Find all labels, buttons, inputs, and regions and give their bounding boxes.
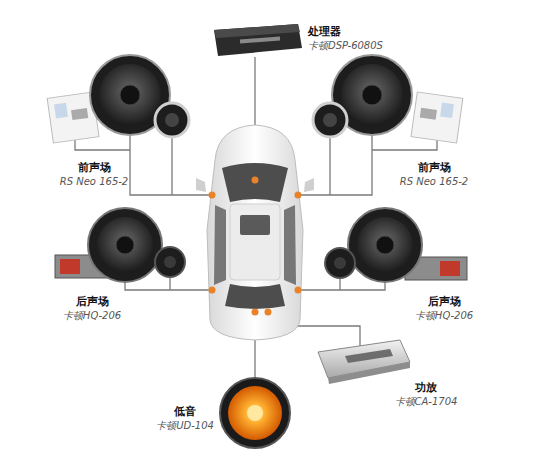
model-number: 卡顿HQ-206 [412,309,477,323]
component-label: 后声场卡顿HQ-206 [410,294,479,324]
mirror [304,178,314,192]
woofer-cone [341,64,403,126]
woofer-frame [348,208,422,282]
woofer-dome [120,85,140,105]
processor-top [214,24,300,38]
component-name: 前声场 [397,161,472,175]
windshield [222,163,288,202]
model-number: 卡顿UD-104 [153,419,217,433]
tweeter [325,248,355,278]
crossover-part [440,261,460,276]
processor-body [214,24,302,56]
model-number: 卡顿CA-1704 [392,395,461,409]
tweeter [155,247,185,277]
tweeter [313,103,347,137]
dot [252,309,259,316]
component-label: 功放卡顿CA-1704 [390,380,463,410]
dot [295,192,302,199]
woofer-frame [88,208,162,282]
crossover-part [440,103,454,119]
dot [252,177,259,184]
woofer-cone [99,64,161,126]
rear-left-speakers [55,208,185,282]
model-number: RS Neo 165-2 [57,175,132,189]
amplifier-panel [345,349,393,363]
subwoofer [220,378,290,448]
amplifier-side [328,362,410,384]
mirror [196,178,206,192]
component-label: 前声场RS Neo 165-2 [55,160,134,190]
subwoofer-cone [228,386,282,440]
component-name: 后声场 [60,295,125,309]
rear-window [225,284,285,309]
woofer-dome [362,85,382,105]
tweeter-dome [334,257,346,269]
side-window [214,205,226,285]
roof [230,204,280,280]
crossover-part [420,108,437,120]
component-name: 后声场 [412,295,477,309]
component-label: 后声场卡顿HQ-206 [58,294,127,324]
model-number: 卡顿DSP-6080S [308,39,389,53]
connection-dots [209,177,302,316]
car-body [207,125,303,340]
subwoofer-frame [220,378,290,448]
woofer-dome [116,236,134,254]
processor-panel [240,37,280,44]
crossover-part [71,108,88,120]
car [196,125,314,340]
crossover [411,92,463,143]
subwoofer-dome [247,405,263,421]
dot [295,287,302,294]
amplifier [318,340,410,384]
wire [372,140,437,150]
side-window [284,205,296,285]
wire [130,135,212,195]
woofer-cone [97,217,153,273]
sunroof [240,215,270,235]
wire [75,140,130,150]
wire [298,135,372,195]
model-number: RS Neo 165-2 [397,175,472,189]
component-label: 低音卡顿UD-104 [151,404,219,434]
dot [209,192,216,199]
tweeter-dome [165,113,179,127]
dot [209,287,216,294]
woofer-cone [357,217,413,273]
crossover-part [54,103,68,119]
component-name: 低音 [153,405,217,419]
component-name: 前声场 [57,161,132,175]
rear-right-speakers [325,208,467,282]
dot [265,309,272,316]
wires [75,57,437,378]
tweeter-dome [164,256,176,268]
model-number: 卡顿HQ-206 [60,309,125,323]
component-label: 处理器卡顿DSP-6080S [306,24,391,54]
woofer-dome [376,236,394,254]
front-left-speakers [47,55,189,143]
component-label: 前声场RS Neo 165-2 [395,160,474,190]
processor [214,24,302,56]
front-right-speakers [313,55,463,143]
component-name: 功放 [392,381,461,395]
tweeter [155,103,189,137]
tweeter-dome [323,113,337,127]
component-name: 处理器 [308,25,389,39]
crossover-part [60,259,80,274]
